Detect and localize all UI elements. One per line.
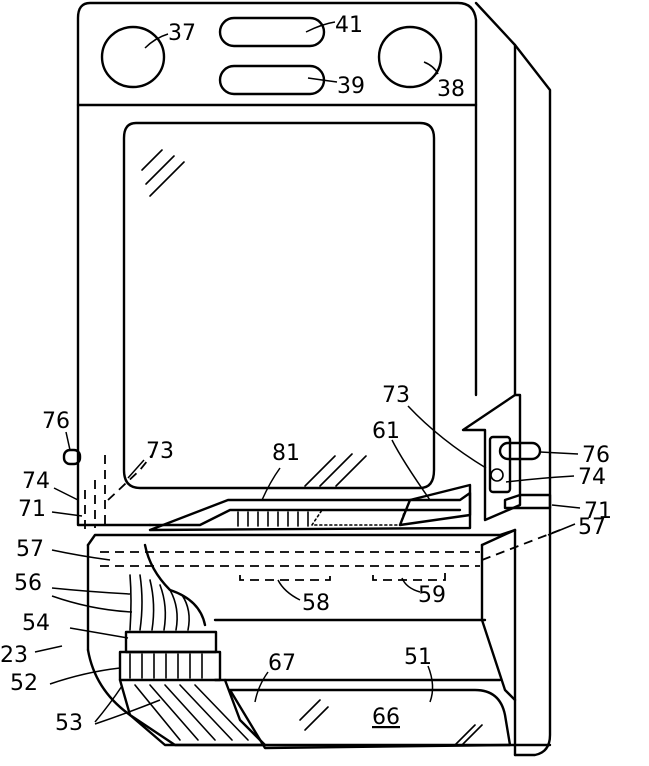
heater-fins-81	[238, 512, 308, 526]
label-73-right: 73	[382, 383, 410, 408]
lower-compartment	[88, 530, 560, 748]
connector-52	[120, 652, 220, 680]
slot-41	[220, 18, 324, 46]
cabinet	[78, 3, 550, 755]
block-61	[400, 485, 470, 525]
label-57-right: 57	[578, 515, 606, 540]
label-74-right: 74	[578, 465, 606, 490]
recess-58	[240, 572, 330, 580]
hook-71-right	[505, 495, 550, 508]
right-latch	[463, 395, 550, 520]
label-53: 53	[55, 711, 83, 736]
label-67: 67	[268, 651, 296, 676]
slot-39	[220, 66, 324, 94]
reference-numerals: 37 41 39 38 76 73 74 71 81 61 73 76 74 7…	[0, 13, 612, 736]
tray-assembly	[150, 485, 470, 530]
label-37: 37	[168, 21, 196, 46]
knob-37	[102, 27, 164, 87]
label-23: 23	[0, 643, 28, 668]
label-57-left: 57	[16, 537, 44, 562]
label-74-left: 74	[22, 469, 50, 494]
label-39: 39	[337, 74, 365, 99]
label-81: 81	[272, 441, 300, 466]
label-71-left: 71	[18, 497, 46, 522]
recess-59	[373, 572, 445, 580]
label-54: 54	[22, 611, 50, 636]
label-41: 41	[335, 13, 363, 38]
label-59: 59	[418, 583, 446, 608]
label-58: 58	[302, 591, 330, 616]
label-66: 66	[372, 705, 400, 730]
label-51: 51	[404, 645, 432, 670]
label-38: 38	[437, 77, 465, 102]
ribbon-cable-56	[130, 575, 189, 630]
leader-lines	[35, 22, 580, 724]
label-76-left: 76	[42, 409, 70, 434]
knob-38	[379, 27, 441, 87]
pad	[312, 510, 405, 525]
connector-54	[126, 632, 216, 652]
label-52: 52	[10, 671, 38, 696]
label-61: 61	[372, 419, 400, 444]
label-73-left: 73	[146, 439, 174, 464]
control-panel	[102, 18, 441, 94]
label-56: 56	[14, 571, 42, 596]
